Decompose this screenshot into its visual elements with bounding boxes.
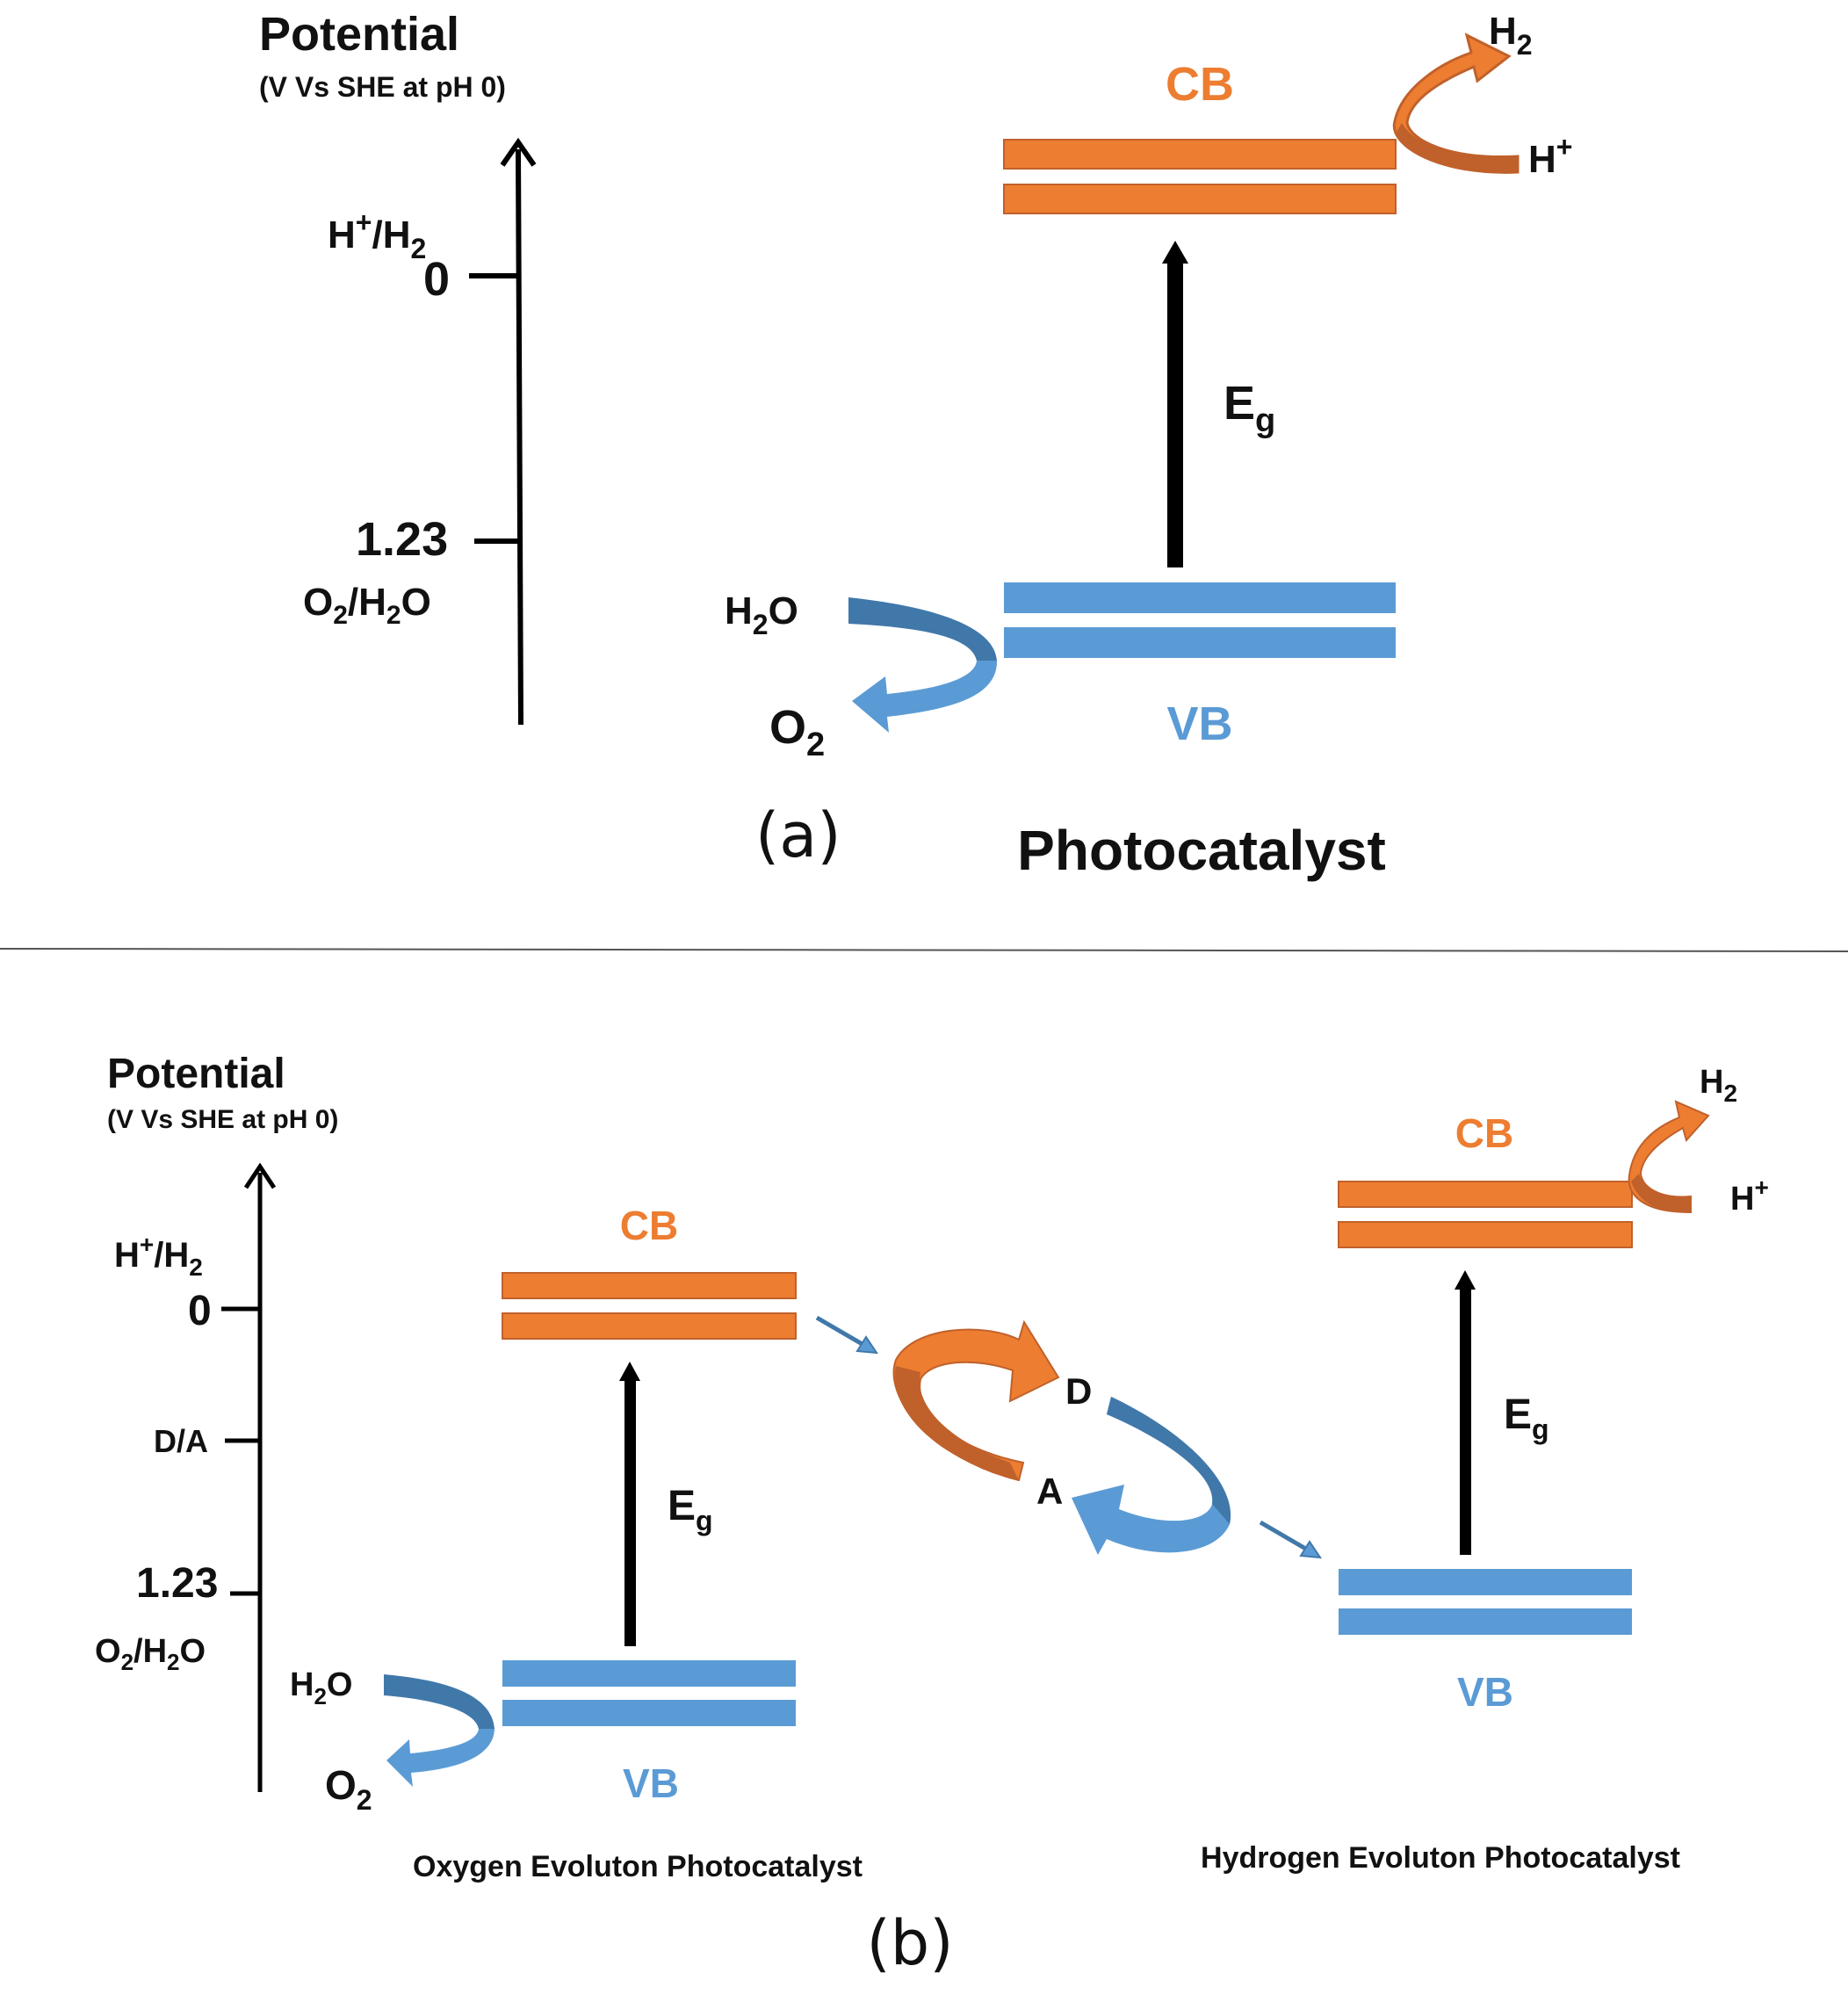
h-reduction-arrow-b-shade — [1631, 1174, 1691, 1213]
potential-axis-a — [469, 137, 537, 726]
cb-band-upper-a — [1003, 139, 1397, 170]
tick-label-zero-b: 0 — [188, 1288, 212, 1334]
left-cb-label-b: CB — [620, 1203, 678, 1248]
axis-arrowhead-up-icon — [243, 1162, 277, 1189]
photocatalyst-label-a: Photocatalyst — [1017, 819, 1386, 882]
potential-subtitle-b: (V Vs SHE at pH 0) — [107, 1105, 338, 1134]
eg-label-a: Eg — [1224, 377, 1275, 439]
left-vb-band-lower — [502, 1700, 796, 1726]
a-label: A — [1036, 1471, 1063, 1512]
right-eg-arrow-shaft — [1460, 1288, 1471, 1555]
left-eg-arrow-shaft — [624, 1379, 636, 1646]
panel-b-caption: (b) — [866, 1907, 953, 1979]
right-eg-label-b: Eg — [1504, 1391, 1549, 1445]
axis-arrowhead-up-icon — [500, 137, 537, 167]
h-reduction-arrow-b — [1628, 1100, 1710, 1214]
redox-mediator-cycle — [892, 1319, 1231, 1555]
potential-axis-b — [221, 1162, 277, 1792]
hplus-label-a: H+ — [1528, 131, 1572, 181]
eg-arrow-a — [1162, 241, 1188, 567]
left-cb-band-upper — [502, 1272, 797, 1299]
vb-label-a: VB — [1166, 697, 1232, 750]
h-reduction-arrow-a — [1392, 33, 1520, 174]
h2o-label-b: H2O — [290, 1666, 352, 1709]
hplus-label-b: H+ — [1730, 1174, 1769, 1218]
left-eg-label-b: Eg — [668, 1483, 713, 1536]
vb-band-lower-a — [1004, 627, 1396, 658]
vb-band-upper-a — [1004, 582, 1396, 613]
left-vb-band-upper — [502, 1660, 796, 1687]
cb-band-lower-a — [1003, 184, 1397, 214]
right-cb-band-lower — [1338, 1221, 1633, 1248]
o2-label-a: O2 — [769, 701, 825, 763]
tick-label-da-b: D/A — [154, 1423, 208, 1459]
right-vb-label-b: VB — [1457, 1669, 1513, 1715]
left-cb-band-lower — [502, 1312, 797, 1340]
oxygen-photocatalyst: CB VB Eg H2O O2 Oxygen Evoluton Photocat… — [290, 1203, 863, 1883]
right-cb-label-b: CB — [1455, 1110, 1513, 1156]
right-cb-band-upper — [1338, 1181, 1633, 1208]
water-oxidation-arrow-a — [848, 597, 998, 733]
h2-label-a: H2 — [1489, 10, 1533, 61]
left-vb-label-b: VB — [623, 1760, 679, 1806]
potential-subtitle-a: (V Vs SHE at pH 0) — [259, 71, 506, 103]
panel-a-caption: (a) — [755, 799, 841, 871]
level-h-b: H+/H2 — [114, 1231, 203, 1281]
tick-label-123-b: 1.23 — [136, 1560, 218, 1607]
hydrogen-catalyst-label: Hydrogen Evoluton Photocatalyst — [1201, 1841, 1680, 1875]
panel-divider — [0, 948, 1848, 952]
level-o-a: O2/H2O — [303, 581, 431, 630]
h2-label-b: H2 — [1700, 1064, 1737, 1107]
hydrogen-photocatalyst: CB VB Eg H2 H+ Hydrogen Evoluton Photoca… — [1201, 1064, 1769, 1875]
arrow-up-icon — [619, 1362, 640, 1381]
cb-label-a: CB — [1166, 58, 1234, 111]
oxygen-catalyst-label: Oxygen Evoluton Photocatalyst — [413, 1850, 863, 1883]
electron-transfer-arrow-left — [815, 1315, 878, 1355]
electron-transfer-arrow-right — [1259, 1520, 1322, 1559]
arrow-up-icon — [1455, 1270, 1476, 1290]
right-vb-band-upper — [1339, 1569, 1632, 1595]
d-label: D — [1065, 1370, 1092, 1412]
tick-label-123-a: 1.23 — [356, 513, 448, 566]
level-o-b: O2/H2O — [95, 1633, 206, 1675]
right-vb-band-lower — [1339, 1608, 1632, 1635]
potential-title-a: Potential — [259, 8, 459, 61]
tick-label-zero-a: 0 — [423, 253, 450, 306]
panel-b: Potential (V Vs SHE at pH 0) H+/H2 0 D/A… — [95, 1051, 1769, 1979]
o2-label-b: O2 — [325, 1762, 372, 1816]
potential-title-b: Potential — [107, 1051, 285, 1097]
level-h-a: H+/H2 — [328, 206, 426, 264]
water-oxidation-arrow-b-bottom — [386, 1729, 494, 1787]
water-oxidation-arrow-b-top — [384, 1674, 494, 1729]
panel-a: Potential (V Vs SHE at pH 0) H+/H2 0 1.2… — [259, 8, 1572, 882]
arrow-up-icon — [1162, 241, 1188, 264]
h2o-label-a: H2O — [725, 589, 798, 640]
